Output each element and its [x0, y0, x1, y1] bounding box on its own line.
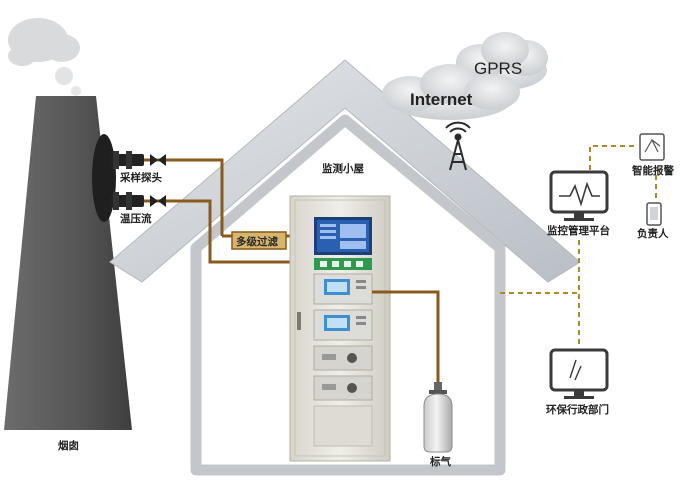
standard-gas-label: 标气 — [429, 455, 451, 468]
gprs-label: GPRS — [474, 59, 522, 78]
monitor-house-label: 监测小屋 — [322, 162, 364, 175]
analyzer-cabinet — [289, 195, 391, 462]
smart-alarm-label: 智能报警 — [631, 164, 674, 177]
temp-pressure-flow-sensor: 温压流 — [110, 192, 166, 225]
valve-icon — [150, 154, 166, 166]
internet-cloud: Internet — [382, 64, 520, 120]
house-roof — [109, 59, 581, 283]
valve-icon — [150, 195, 166, 207]
monitoring-platform-label: 监控管理平台 — [547, 224, 610, 237]
internet-label: Internet — [410, 90, 473, 109]
temp-pressure-flow-label: 温压流 — [120, 212, 152, 225]
gas-pipe — [372, 290, 440, 386]
person-in-charge-label: 负责人 — [637, 227, 669, 240]
network-links — [500, 145, 657, 348]
chimney-label: 烟囱 — [58, 439, 79, 452]
monitor-icon: 监控管理平台 — [547, 170, 610, 237]
env-department-label: 环保行政部门 — [546, 403, 609, 416]
monitor-icon: 环保行政部门 — [546, 348, 609, 416]
antenna-icon — [445, 121, 471, 171]
sampling-probe-label: 采样探头 — [119, 171, 162, 184]
phone-icon: 负责人 — [637, 202, 669, 240]
sampling-probe: 采样探头 — [110, 151, 166, 184]
alarm-icon: 智能报警 — [631, 133, 674, 177]
chimney: 烟囱 — [4, 96, 132, 452]
gas-cylinder-icon: 标气 — [423, 382, 453, 468]
multi-filter-label: 多级过滤 — [236, 235, 278, 248]
multi-filter-box: 多级过滤 — [231, 231, 287, 250]
smoke — [8, 18, 81, 96]
